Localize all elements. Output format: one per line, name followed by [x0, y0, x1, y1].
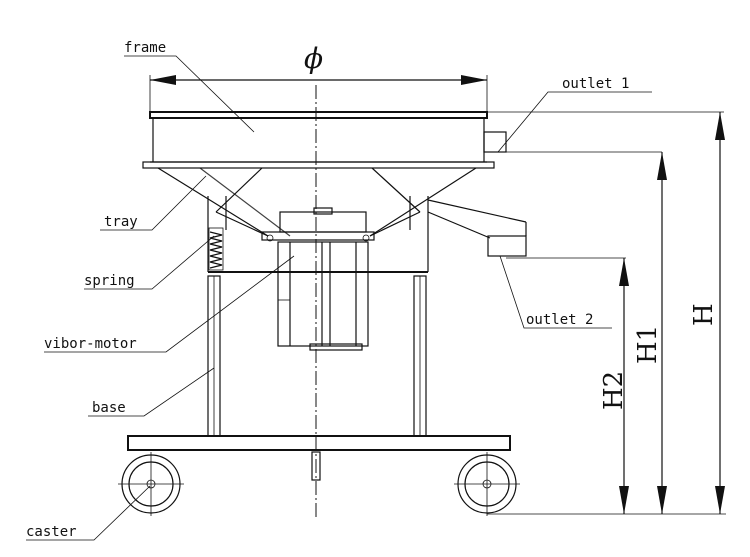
- H1-label: H1: [633, 325, 663, 364]
- base-body: [127, 271, 511, 481]
- label-outlet2: outlet 2: [526, 312, 593, 328]
- H-label: H: [689, 303, 719, 326]
- label-base: base: [92, 400, 126, 416]
- label-outlet1: outlet 1: [562, 76, 629, 92]
- spring-coil: [208, 227, 224, 271]
- dimension-H2: H2: [599, 258, 629, 514]
- outlet2-chute: [427, 199, 626, 259]
- dimension-H1: H1: [633, 152, 667, 514]
- label-spring: spring: [84, 273, 135, 289]
- tray-body: [157, 167, 477, 272]
- label-frame: frame: [124, 40, 166, 56]
- caster-left: [118, 452, 184, 516]
- H2-label: H2: [599, 371, 629, 410]
- dimension-H: H: [689, 112, 725, 514]
- label-caster: caster: [26, 524, 77, 540]
- diameter-symbol: ϕ: [304, 42, 323, 75]
- label-tray: tray: [104, 214, 138, 230]
- label-vibor-motor: vibor-motor: [44, 336, 137, 352]
- diameter-dimension: ϕ: [149, 42, 488, 112]
- frame-body: [142, 111, 724, 169]
- leader-lines: [26, 55, 652, 541]
- vibration-motor: [277, 207, 369, 351]
- caster-right: [454, 452, 726, 516]
